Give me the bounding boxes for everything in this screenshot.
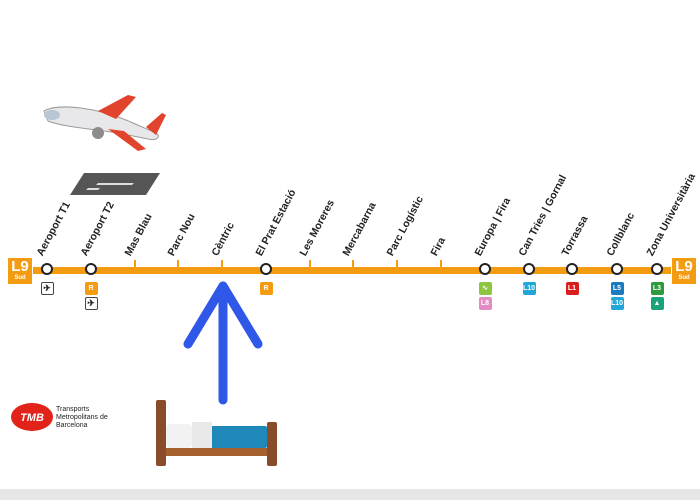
up-arrow-icon	[183, 281, 263, 405]
tmb-logo-text: Transports Metropolitans de Barcelona	[56, 406, 108, 429]
connection-badge: L1	[565, 282, 579, 295]
tmb-logo-mark: TMB	[20, 412, 44, 424]
connection-badge: L10	[522, 282, 536, 295]
runway-icon	[70, 173, 160, 195]
connection-badge: L3	[650, 282, 664, 295]
station-label: Aeroport T2	[78, 199, 117, 258]
line-code: L9	[675, 258, 693, 275]
station-label: Collblanc	[604, 210, 638, 258]
station-label: Les Moreres	[297, 197, 338, 258]
station-tick	[440, 260, 442, 270]
station-label: Parc Logístic	[384, 194, 426, 258]
connection-badge: L10	[610, 297, 624, 310]
tmb-logo-icon: TMB	[11, 403, 53, 431]
line-badge-left: L9 Sud	[8, 258, 32, 284]
station-stop	[40, 263, 53, 275]
airplane-icon	[43, 95, 166, 151]
fgc-icon: ∿	[478, 282, 492, 295]
station-stop	[610, 263, 623, 275]
station-stop	[478, 263, 491, 275]
station-label: Can Tries | Gornal	[516, 172, 570, 258]
line-code: L9	[11, 258, 29, 275]
airport-icon: ✈	[84, 297, 98, 310]
connection-badge: L8	[478, 297, 492, 310]
station-tick	[221, 260, 223, 270]
station-tick	[134, 260, 136, 270]
station-stop	[650, 263, 663, 275]
line-sub: Sud	[678, 275, 690, 281]
station-label: Cèntric	[209, 220, 237, 258]
tram-icon: ▲	[650, 297, 664, 310]
metro-line-track	[33, 267, 671, 274]
connection-badge: R	[84, 282, 98, 295]
station-label: Parc Nou	[165, 211, 198, 258]
station-tick	[396, 260, 398, 270]
bottom-strip	[0, 489, 700, 500]
station-stop	[522, 263, 535, 275]
station-tick	[177, 260, 179, 270]
station-label: Europa | Fira	[472, 195, 514, 258]
station-label: Aeroport T1	[34, 199, 73, 258]
line-sub: Sud	[14, 275, 26, 281]
bed-icon	[156, 400, 277, 466]
station-label: Zona Universitària	[644, 171, 699, 258]
station-tick	[352, 260, 354, 270]
station-stop	[259, 263, 272, 275]
line-badge-right: L9 Sud	[672, 258, 696, 284]
station-label: El Prat Estació	[253, 187, 299, 258]
station-stop	[84, 263, 97, 275]
station-label: Mercabarna	[340, 200, 379, 258]
airport-icon: ✈	[40, 282, 54, 295]
connection-badge: L5	[610, 282, 624, 295]
connection-badge: R	[259, 282, 273, 295]
station-stop	[565, 263, 578, 275]
station-tick	[309, 260, 311, 270]
station-label: Fira	[428, 235, 449, 258]
station-label: Torrassa	[559, 213, 591, 258]
station-label: Mas Blau	[122, 211, 155, 258]
